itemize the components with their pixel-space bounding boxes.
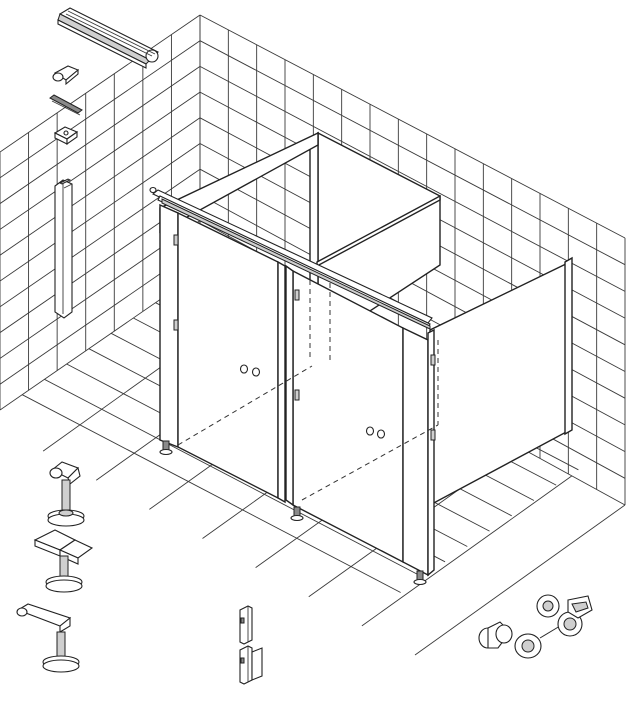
door-hinge-lower — [239, 645, 263, 685]
hidden-lines — [177, 280, 439, 501]
tile-line-horizontal — [0, 117, 201, 256]
support-leg-with-corner-bracket — [33, 529, 94, 593]
door-knob-right — [365, 426, 386, 439]
panel-feet — [159, 440, 427, 586]
door-left — [177, 211, 286, 504]
lock-keeper — [567, 595, 593, 619]
door-knob-left — [239, 364, 261, 377]
tile-line-horizontal — [0, 168, 201, 308]
front-pilaster-right — [402, 326, 435, 577]
tile-line-horizontal — [199, 14, 626, 239]
tile-line-horizontal — [0, 91, 201, 230]
partition-panel-right — [429, 256, 573, 507]
tile-line-horizontal — [199, 40, 626, 266]
door-right — [285, 264, 404, 564]
floor-line — [361, 475, 573, 627]
tile-line-horizontal — [199, 66, 626, 292]
floor-line — [414, 504, 626, 656]
adjustable-support-leg — [47, 461, 85, 527]
wall-channel-profile — [54, 178, 73, 319]
door-hinges — [173, 234, 436, 441]
partition-panel-middle — [309, 131, 441, 358]
headrail — [151, 189, 433, 330]
door-hinge-upper — [239, 605, 253, 645]
rail-end-cap — [52, 65, 80, 86]
floor-line — [44, 378, 424, 578]
back-wall-tiles — [0, 14, 201, 411]
top-rail-profile — [57, 7, 159, 69]
door-knob — [478, 621, 513, 649]
rail-clip — [49, 94, 83, 116]
wall-bracket — [53, 126, 79, 146]
tile-line-horizontal — [0, 14, 201, 153]
floor-line — [22, 394, 401, 593]
tile-line-horizontal — [0, 66, 201, 204]
tile-line-horizontal — [0, 40, 201, 179]
support-leg-with-straight-bracket — [16, 603, 80, 673]
indicator-lock — [514, 594, 583, 659]
rail-wall-end — [149, 186, 157, 194]
tile-line-horizontal — [0, 143, 201, 282]
